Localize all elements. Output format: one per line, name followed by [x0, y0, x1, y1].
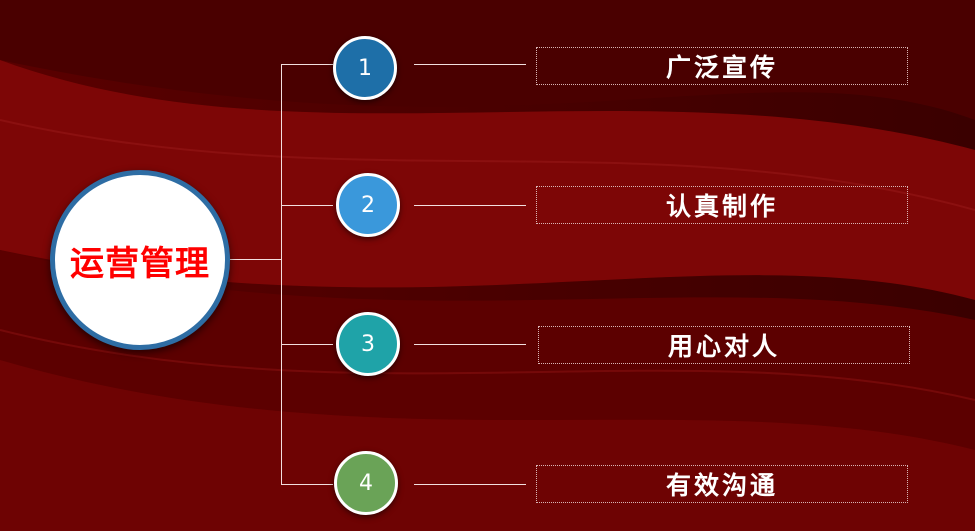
hub-circle: 运营管理	[50, 170, 230, 350]
label-box-3: 用心对人	[538, 326, 910, 364]
trunk-vertical-line	[281, 64, 282, 484]
node-number-1: 1	[358, 55, 372, 81]
branch-line-4	[281, 484, 333, 485]
label-box-4: 有效沟通	[536, 465, 908, 503]
branch-line-3	[281, 344, 333, 345]
label-text-1: 广泛宣传	[665, 53, 778, 82]
node-4: 4	[334, 451, 398, 515]
branch-line-2	[281, 205, 333, 206]
link-line-4	[414, 484, 526, 485]
node-2: 2	[336, 173, 400, 237]
branch-line-1	[281, 64, 333, 65]
label-text-2: 认真制作	[665, 192, 778, 221]
link-line-2	[414, 205, 526, 206]
hub-label: 运营管理	[70, 243, 210, 284]
label-box-2: 认真制作	[536, 186, 908, 224]
link-line-3	[414, 344, 526, 345]
node-number-4: 4	[359, 470, 373, 496]
label-text-4: 有效沟通	[665, 471, 778, 500]
node-number-3: 3	[361, 331, 375, 357]
label-text-3: 用心对人	[667, 332, 780, 361]
node-number-2: 2	[361, 192, 375, 218]
link-line-1	[414, 64, 526, 65]
hub-connector	[230, 259, 282, 260]
node-3: 3	[336, 312, 400, 376]
label-box-1: 广泛宣传	[536, 47, 908, 85]
node-1: 1	[333, 36, 397, 100]
